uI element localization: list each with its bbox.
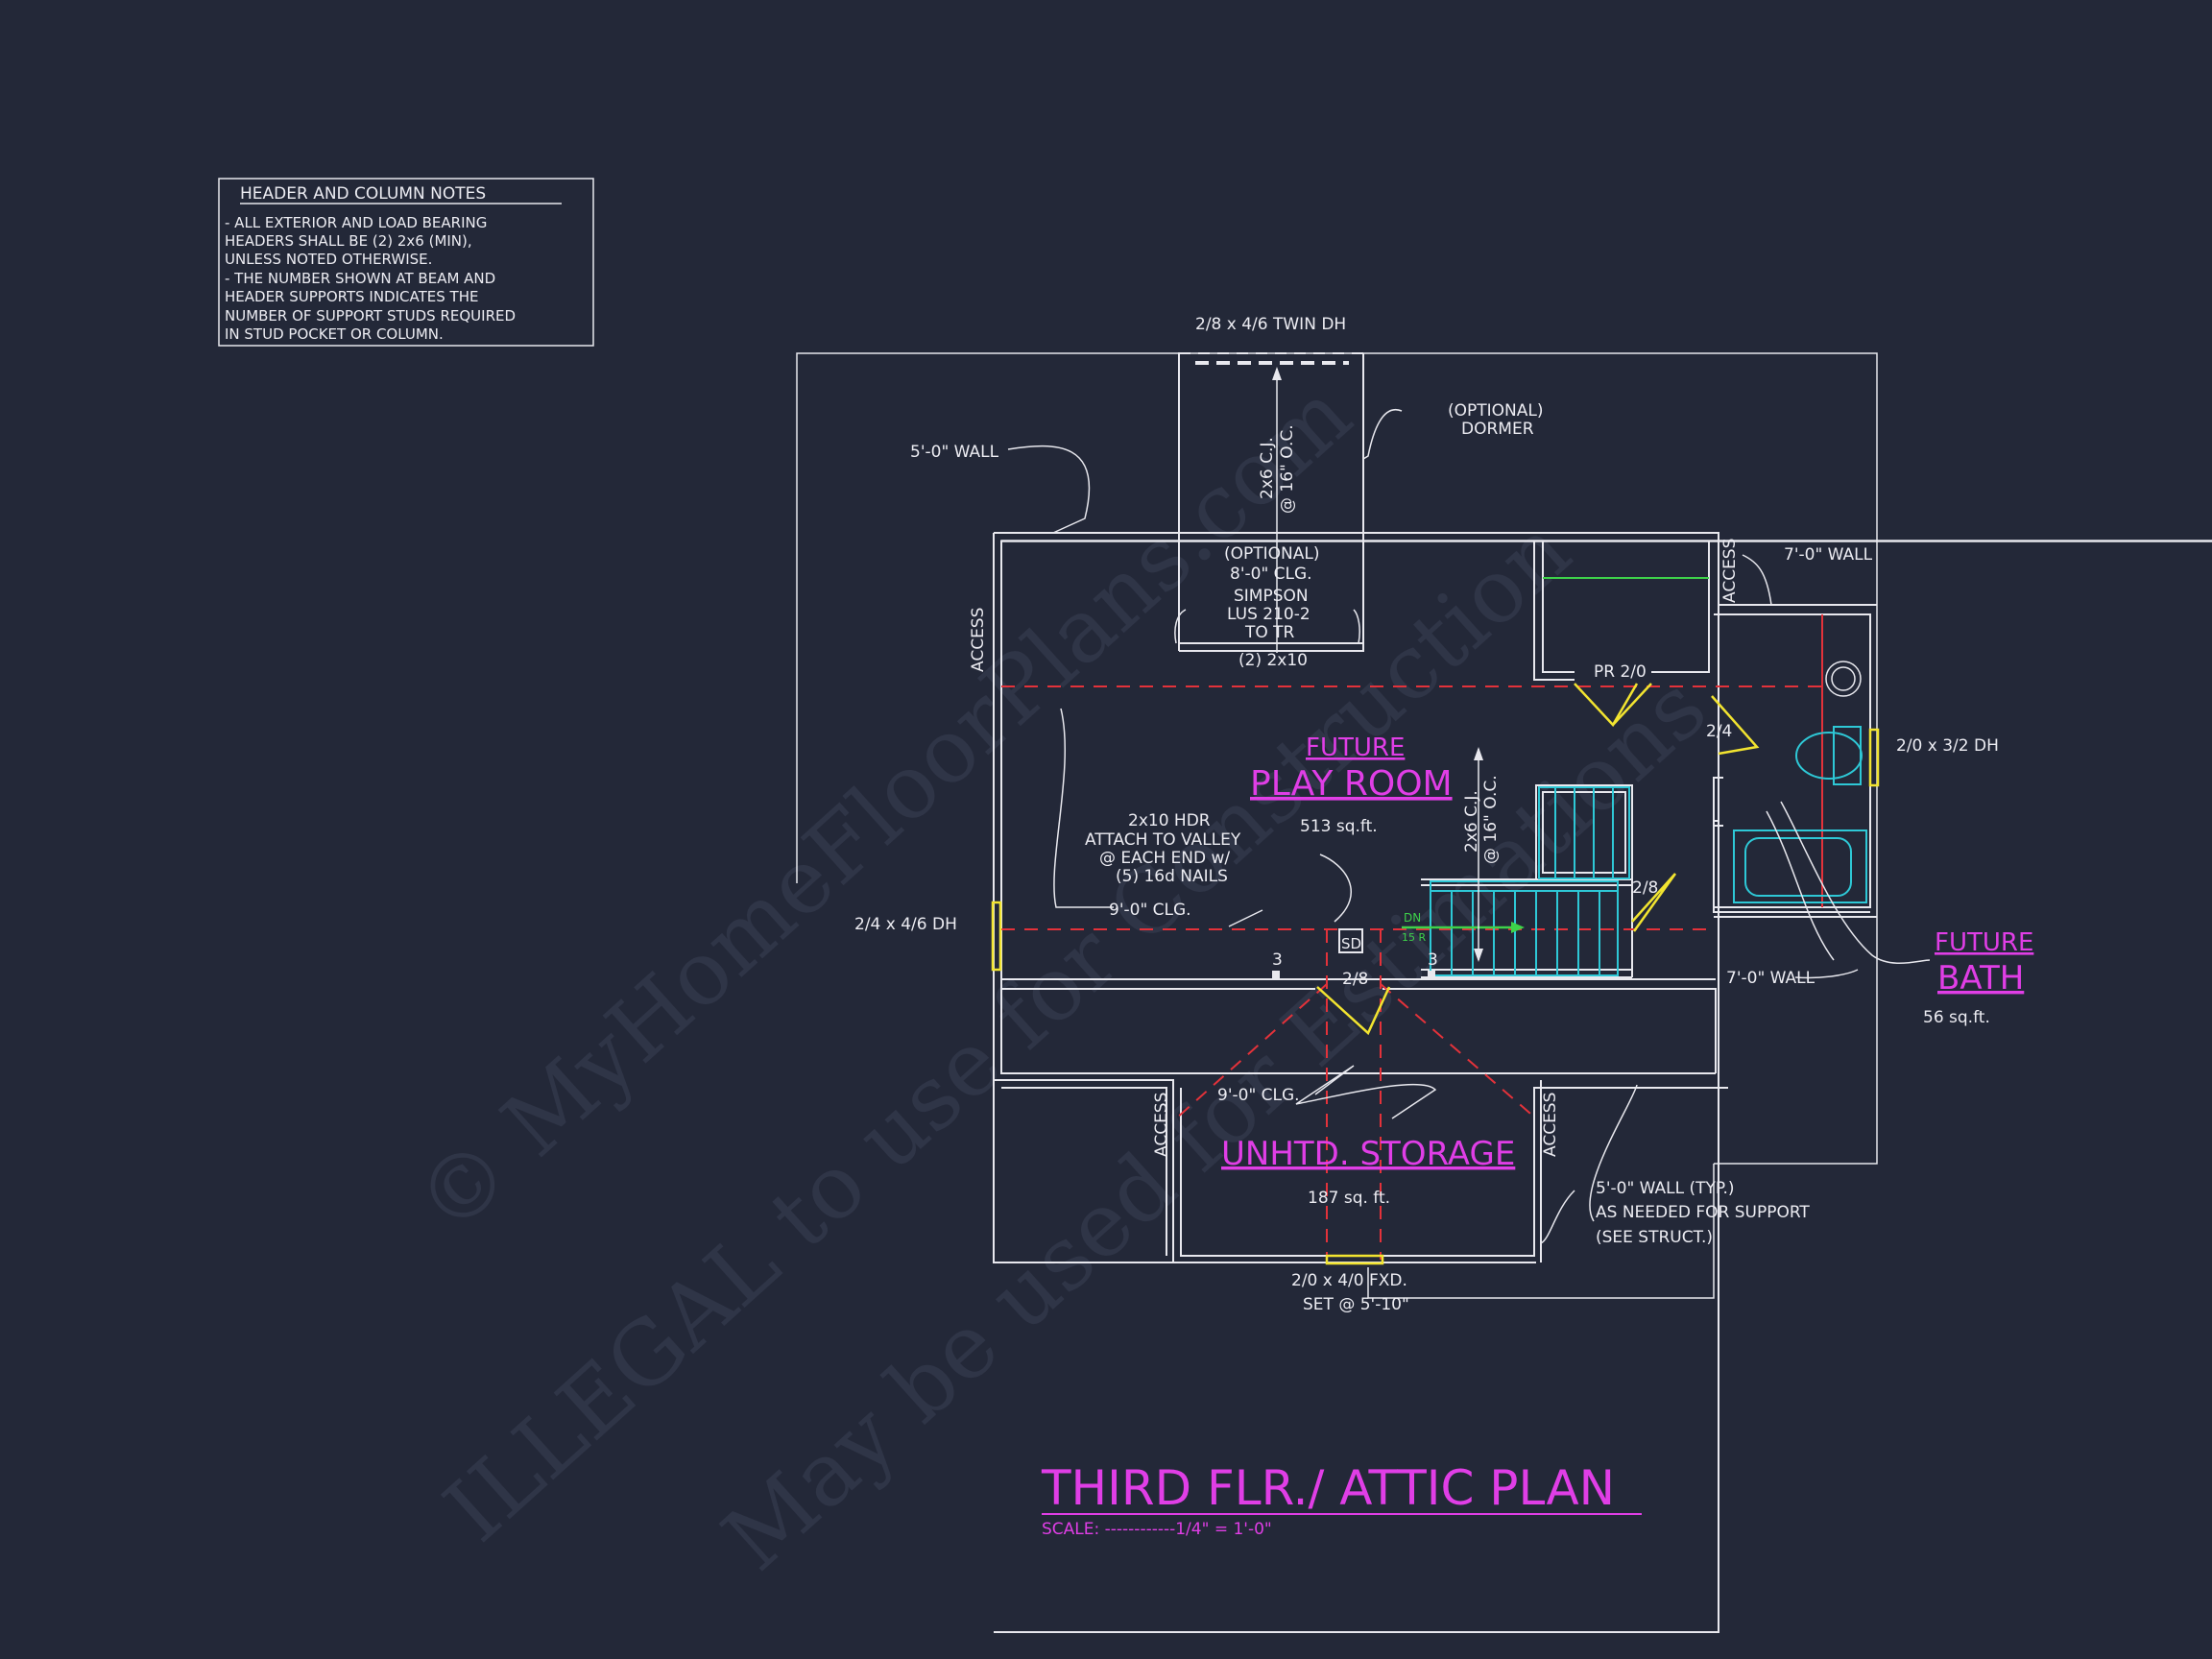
- label-stud-3-left: 3: [1272, 950, 1283, 970]
- header-column-notes: HEADER AND COLUMN NOTES - ALL EXTERIOR A…: [218, 178, 594, 347]
- label-header-2x10: (2) 2x10: [1238, 651, 1308, 670]
- label-hdr-2: ATTACH TO VALLEY: [1085, 830, 1241, 850]
- label-wall-5ft: 5'-0" WALL: [910, 443, 999, 462]
- label-stud-3-right: 3: [1428, 950, 1438, 970]
- plan-title: THIRD FLR./ ATTIC PLAN: [1041, 1460, 1615, 1516]
- label-opt-clg-1: (OPTIONAL): [1224, 544, 1320, 564]
- label-cj-mid-2: @ 16" O.C.: [1481, 775, 1501, 864]
- notes-line-2: HEADERS SHALL BE (2) 2x6 (MIN),: [225, 232, 472, 250]
- label-hdr-1: 2x10 HDR: [1128, 811, 1211, 830]
- storage-area: 187 sq. ft.: [1308, 1189, 1390, 1208]
- leader-lines: [1007, 408, 1931, 1244]
- label-simpson-3: TO TR: [1244, 623, 1295, 642]
- label-twin-dh: 2/8 x 4/6 TWIN DH: [1195, 315, 1346, 334]
- roof-outline: [796, 352, 1878, 1299]
- room-labels: FUTURE PLAY ROOM 513 sq.ft. FUTURE BATH …: [1221, 733, 2033, 1208]
- label-door-28-hall: 2/8: [1342, 970, 1368, 989]
- label-clg-9ft-bottom: 9'-0" CLG.: [1217, 1086, 1300, 1105]
- label-access-right-top: ACCESS: [1720, 539, 1740, 603]
- doors-windows: [991, 683, 1880, 1265]
- label-wall-7ft-bottom: 7'-0" WALL: [1726, 969, 1815, 988]
- stair-risers-label: 15 R: [1402, 931, 1426, 944]
- label-simpson-1: SIMPSON: [1234, 587, 1309, 606]
- notes-line-6: NUMBER OF SUPPORT STUDS REQUIRED: [225, 307, 516, 325]
- bath-future: FUTURE: [1935, 928, 2033, 957]
- label-wall-5ft-typ-1: 5'-0" WALL (TYP.): [1596, 1179, 1735, 1198]
- plan-scale: SCALE: ------------1/4" = 1'-0": [1042, 1520, 1272, 1539]
- bath-name: BATH: [1937, 959, 2024, 998]
- label-access-left: ACCESS: [969, 608, 988, 672]
- notes-line-5: HEADER SUPPORTS INDICATES THE: [225, 288, 478, 305]
- label-door-28-stair: 2/8: [1632, 878, 1658, 898]
- label-optional-dormer-2: DORMER: [1461, 420, 1534, 439]
- label-wall-7ft-top: 7'-0" WALL: [1784, 545, 1873, 565]
- label-cj-top-2: @ 16" O.C.: [1278, 424, 1297, 514]
- label-access-storage-left: ACCESS: [1152, 1093, 1171, 1157]
- label-dh-24-46: 2/4 x 4/6 DH: [854, 915, 957, 934]
- label-sd: SD: [1341, 935, 1361, 952]
- label-hdr-3: @ EACH END w/: [1099, 849, 1230, 868]
- label-access-storage-right: ACCESS: [1541, 1093, 1560, 1157]
- label-simpson-2: LUS 210-2: [1227, 605, 1310, 624]
- stair-down-label: DN: [1404, 911, 1421, 925]
- label-cj-mid-1: 2x6 C.J.: [1462, 790, 1481, 853]
- notes-line-1: - ALL EXTERIOR AND LOAD BEARING: [225, 214, 487, 231]
- bath-fixtures: [1733, 661, 1867, 903]
- cj-span-arrow: [1474, 747, 1483, 962]
- label-door-24: 2/4: [1706, 722, 1732, 741]
- play-room-area: 513 sq.ft.: [1300, 817, 1378, 836]
- stair: DN 15 R: [1402, 786, 1630, 976]
- play-room-name: PLAY ROOM: [1250, 764, 1453, 804]
- label-hdr-4: (5) 16d NAILS: [1116, 867, 1228, 886]
- label-wall-5ft-typ-3: (SEE STRUCT.): [1596, 1228, 1713, 1247]
- dormer: [1178, 352, 1364, 653]
- label-optional-dormer-1: (OPTIONAL): [1448, 401, 1544, 421]
- title-block: THIRD FLR./ ATTIC PLAN SCALE: ----------…: [1041, 1460, 1642, 1539]
- label-dh-20-32: 2/0 x 3/2 DH: [1896, 736, 1999, 756]
- label-fxd-1: 2/0 x 4/0 FXD.: [1291, 1271, 1407, 1290]
- label-fxd-2: SET @ 5'-10": [1303, 1295, 1409, 1314]
- bath-area: 56 sq.ft.: [1923, 1008, 1990, 1027]
- notes-line-4: - THE NUMBER SHOWN AT BEAM AND: [225, 270, 495, 287]
- label-cj-top-1: 2x6 C.J.: [1258, 437, 1277, 499]
- notes-title: HEADER AND COLUMN NOTES: [240, 184, 486, 204]
- storage-name: UNHTD. STORAGE: [1221, 1135, 1515, 1173]
- notes-line-3: UNLESS NOTED OTHERWISE.: [225, 251, 432, 268]
- label-wall-5ft-typ-2: AS NEEDED FOR SUPPORT: [1596, 1203, 1810, 1222]
- notes-line-7: IN STUD POCKET OR COLUMN.: [225, 325, 444, 343]
- label-pr-door: PR 2/0: [1594, 662, 1647, 682]
- play-room-future: FUTURE: [1306, 733, 1405, 762]
- label-opt-clg-2: 8'-0" CLG.: [1230, 565, 1312, 584]
- plan-labels: 2/8 x 4/6 TWIN DH (OPTIONAL) DORMER 2x6 …: [854, 315, 1999, 1314]
- label-clg-9ft-top: 9'-0" CLG.: [1109, 901, 1191, 920]
